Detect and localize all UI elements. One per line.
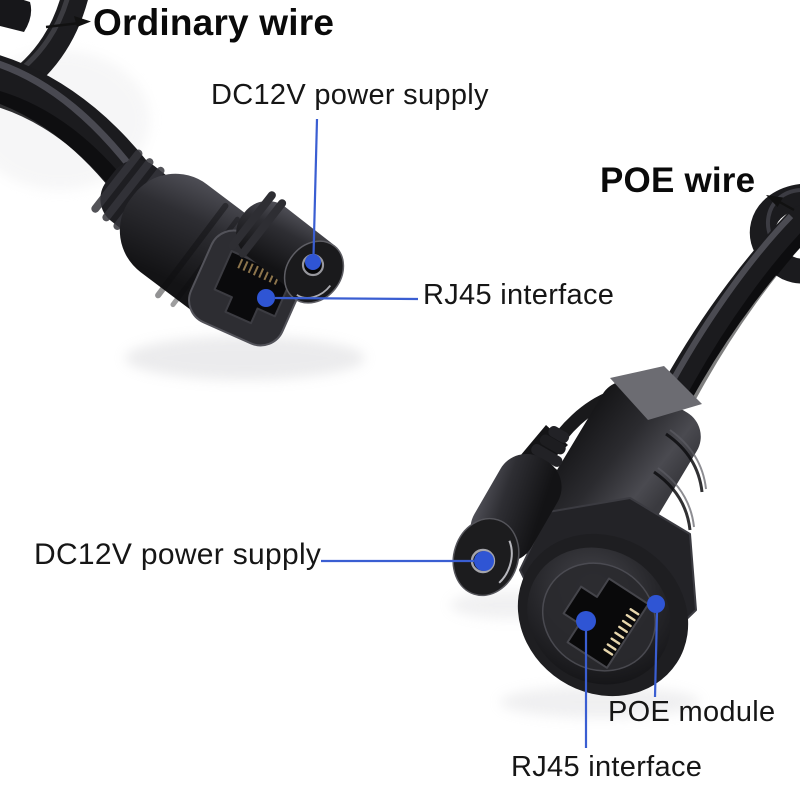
dc-rib: [228, 191, 276, 250]
relief-rib: [539, 434, 566, 455]
annotations-layer: [45, 16, 795, 748]
leader-dc12v-top: [312, 118, 319, 257]
ordinary-rj45-connector: [119, 173, 306, 347]
poe-module-label: POE module: [608, 696, 776, 728]
leader-poe-module: [653, 611, 659, 698]
dc12v-power-supply-top-label: DC12V power supply: [211, 79, 489, 111]
cable-stub: [0, 0, 32, 32]
module-ridge: [653, 470, 692, 531]
ordinary-wire-photo: [0, 0, 365, 380]
ordinary-dc-connector: [228, 191, 345, 304]
poe-wire-label: POE wire: [600, 161, 756, 200]
blue-leader-lines: [274, 118, 659, 748]
dot-poe-module: [647, 595, 665, 613]
dc-face-highlight-ring: [287, 245, 339, 299]
module-ridge: [665, 432, 704, 493]
poe-rj45-head: [517, 497, 697, 697]
dc-face-highlight-ring: [457, 524, 513, 592]
leader-rj45-top: [274, 296, 419, 301]
ordinary-wire-label: Ordinary wire: [93, 2, 335, 43]
boot-ridge: [102, 158, 154, 222]
rj45-interface-top-label: RJ45 interface: [423, 279, 615, 311]
dot-rj45-bottom: [576, 611, 596, 631]
rj45-interface-bottom-label: RJ45 interface: [511, 751, 703, 783]
dot-dc12v-bottom: [474, 551, 494, 571]
poe-main-cable: [661, 205, 800, 407]
rj45-socket-hole: [213, 250, 293, 325]
barrel-groove: [155, 202, 229, 299]
module-ridge-highlight: [657, 467, 695, 528]
rj45-gold-pins: [603, 608, 640, 656]
module-top-face: [610, 366, 702, 420]
module-ridge-highlight: [669, 429, 707, 490]
poe-wire-photo: [450, 184, 800, 718]
poe-rj45-socket: [562, 577, 650, 669]
dc-rib: [238, 199, 287, 258]
relief-rib: [531, 444, 563, 467]
boot-ridge: [91, 149, 143, 213]
relief-rib: [548, 426, 570, 443]
cable-core-shadow: [687, 233, 800, 399]
blue-annotation-dots: [257, 254, 665, 631]
ordinary-shadow: [125, 336, 365, 380]
rj45-socket-hole: [562, 577, 650, 669]
dot-dc12v-top: [305, 254, 321, 270]
dot-rj45-top: [257, 289, 275, 307]
poe-shadow: [500, 686, 700, 718]
poe-wire-arrow: [766, 195, 795, 212]
ordinary-wire-arrow: [45, 16, 91, 29]
cable-sheen: [669, 213, 794, 384]
dc12v-power-supply-bottom-label: DC12V power supply: [34, 538, 322, 571]
